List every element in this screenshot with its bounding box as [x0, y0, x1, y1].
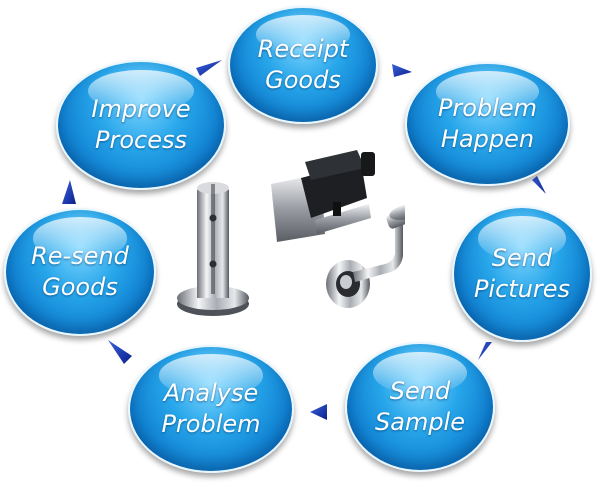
arrow-problem-to-pictures [532, 176, 546, 194]
node-resend-goods: Re-send Goods [4, 208, 156, 336]
node-label: Analyse Problem [161, 379, 261, 438]
glass-clamp-icon [271, 150, 375, 242]
handrail-bracket-icon [326, 204, 405, 308]
node-label: Improve Process [91, 95, 191, 154]
node-receipt-goods: Receipt Goods [228, 6, 378, 124]
node-label: Re-send Goods [31, 242, 129, 301]
node-label: Send Sample [375, 377, 465, 436]
glass-spigot-icon [177, 182, 249, 316]
node-analyse-problem: Analyse Problem [128, 345, 294, 473]
arrow-pictures-to-sample [478, 342, 492, 360]
node-send-pictures: Send Pictures [452, 206, 592, 342]
node-label: Receipt Goods [257, 35, 349, 94]
node-improve-process: Improve Process [56, 60, 226, 190]
node-label: Send Pictures [473, 244, 571, 303]
center-product-images [177, 150, 405, 316]
node-problem-happen: Problem Happen [405, 62, 570, 186]
arrow-receipt-to-problem [392, 64, 412, 77]
arrow-resend-to-improve [62, 180, 76, 204]
arrow-sample-to-analyse [310, 404, 327, 420]
arrow-improve-to-receipt [196, 60, 222, 76]
node-send-sample: Send Sample [345, 342, 495, 472]
arrow-analyse-to-resend [108, 340, 132, 364]
node-label: Problem Happen [437, 94, 538, 153]
